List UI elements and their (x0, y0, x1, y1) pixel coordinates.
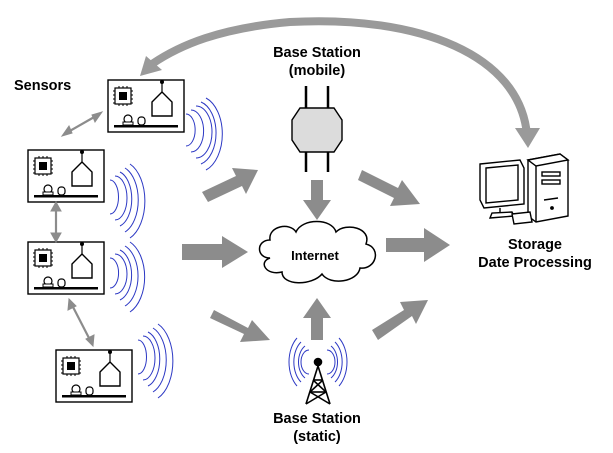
feedback-arrowhead-storage (515, 128, 540, 148)
arrow-sensors-to-mobile (202, 168, 258, 202)
sensor-board-1 (107, 79, 185, 133)
storage-line1: Storage (508, 237, 562, 253)
base-station-mobile-line2: (mobile) (288, 63, 346, 79)
router-icon (291, 86, 343, 172)
arrow-internet-to-storage (386, 228, 450, 262)
antenna-tower-icon (305, 357, 331, 405)
sensor-board-4 (55, 349, 133, 403)
feedback-arrow (148, 17, 531, 139)
base-station-static-label: Base Station (static) (252, 410, 382, 446)
storage-line2: Date Processing (478, 255, 592, 271)
base-station-static-line2: (static) (293, 429, 341, 445)
arrow-sensors-to-internet (182, 236, 248, 268)
base-station-mobile-line1: Base Station (273, 45, 361, 61)
base-station-static-line1: Base Station (273, 411, 361, 427)
sensor-board-2 (27, 149, 105, 203)
arrow-mobile-to-internet (303, 180, 331, 220)
arrow-sensors-to-static (210, 310, 270, 342)
storage-label: Storage Date Processing (464, 236, 606, 272)
internet-label: Internet (291, 248, 339, 263)
arrow-static-to-storage (372, 300, 428, 340)
cloud-icon (258, 220, 377, 284)
sensor-link-arrows (50, 111, 104, 348)
flow-arrows (182, 168, 450, 342)
arrow-static-to-internet (303, 298, 331, 340)
sensor-board-3 (27, 241, 105, 295)
arrow-mobile-to-storage (358, 170, 420, 206)
sensors-label: Sensors (14, 78, 72, 94)
computer-icon (479, 153, 570, 225)
feedback-arrowhead-sensors (140, 56, 162, 76)
signal-waves (109, 97, 348, 399)
base-station-mobile-label: Base Station (mobile) (252, 44, 382, 80)
